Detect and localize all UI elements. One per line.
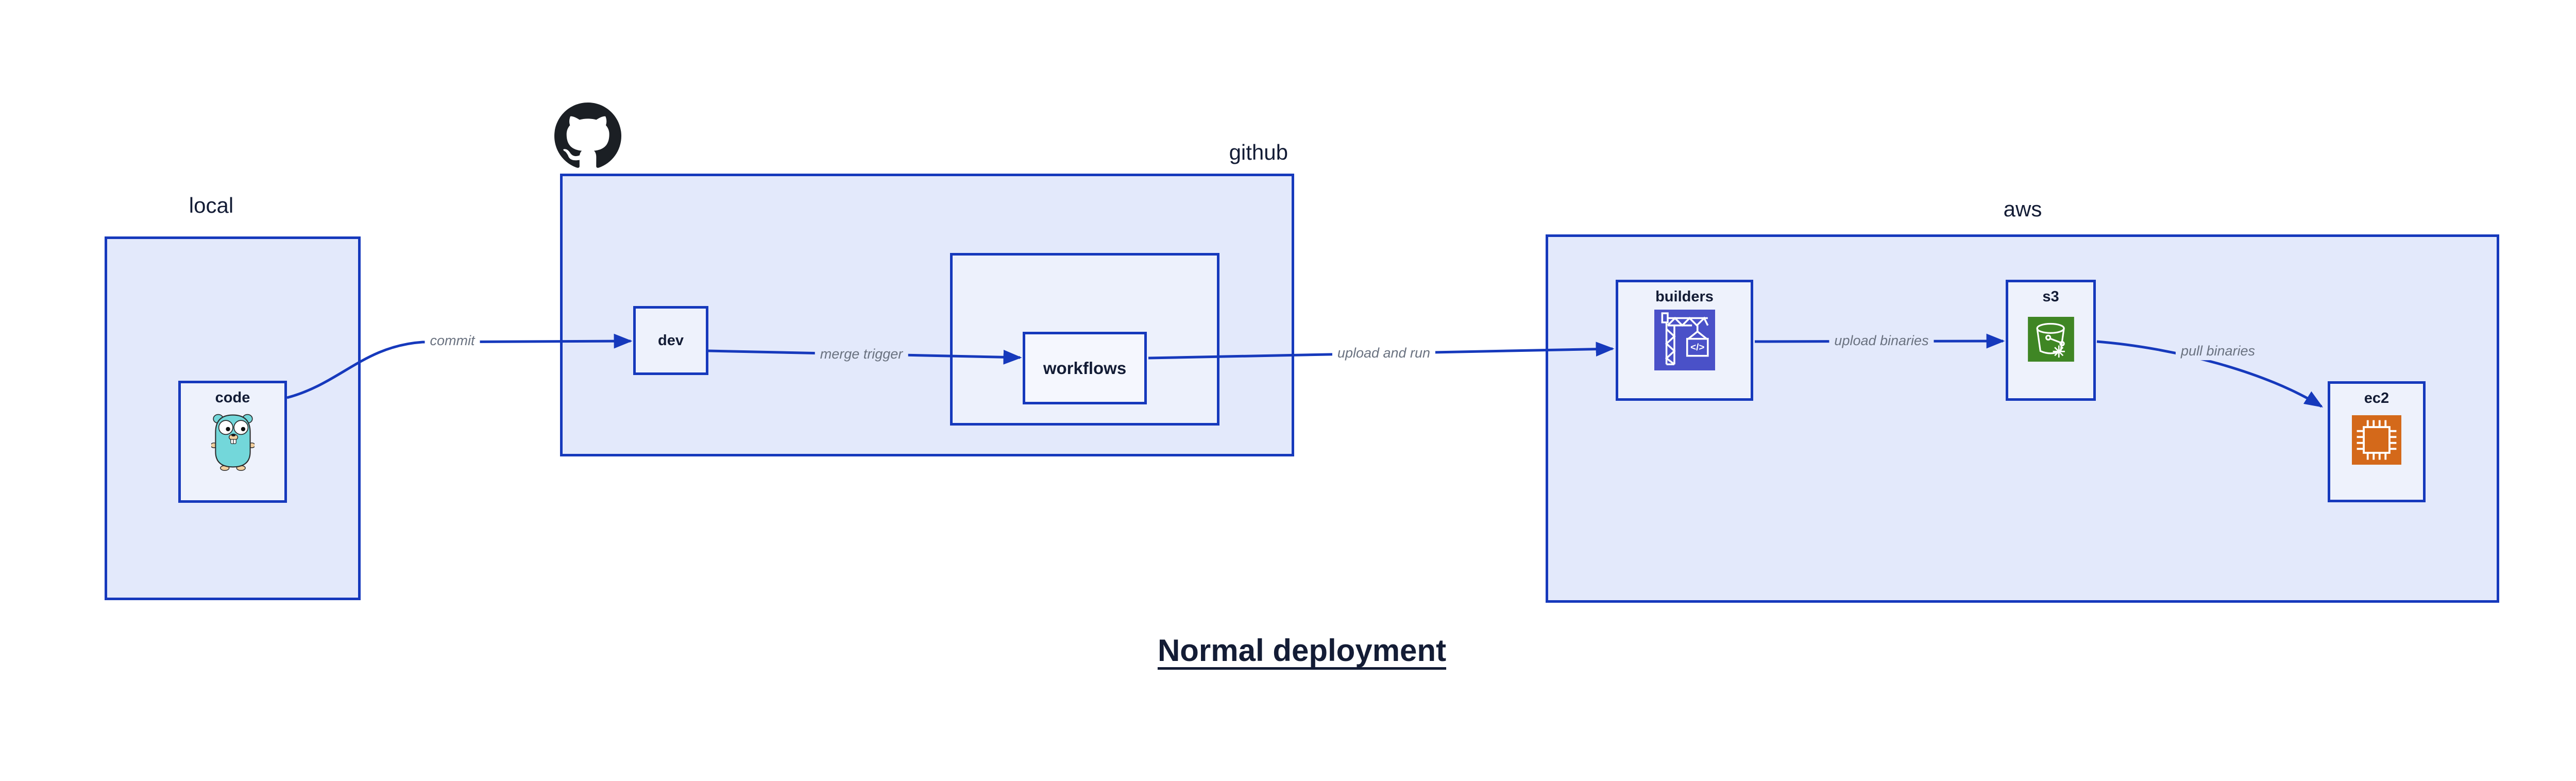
workflows-node-label: workflows bbox=[1043, 358, 1127, 378]
edge-label-pull-binaries: pull binaries bbox=[2175, 343, 2261, 360]
s3-node-label: s3 bbox=[2042, 288, 2059, 305]
github-octocat-icon bbox=[554, 103, 621, 169]
edge-label-upload-and-run: upload and run bbox=[1332, 345, 1436, 362]
dev-node-label: dev bbox=[658, 332, 684, 349]
codebuild-crane-icon: </> bbox=[1654, 310, 1715, 373]
s3-node: s3 bbox=[2006, 280, 2096, 401]
dev-node: dev bbox=[633, 306, 708, 375]
edge-label-merge-trigger: merge trigger bbox=[815, 346, 908, 363]
edge-label-upload-binaries: upload binaries bbox=[1829, 332, 1934, 350]
workflows-node: workflows bbox=[1023, 332, 1147, 404]
ec2-node-label: ec2 bbox=[2364, 390, 2389, 406]
local-section-label: local bbox=[189, 193, 234, 217]
edge-label-commit: commit bbox=[425, 332, 480, 350]
diagram-title: Normal deployment bbox=[1157, 633, 1447, 668]
code-node: code bbox=[178, 381, 287, 503]
builders-node: builders </> bbox=[1616, 280, 1753, 401]
code-node-label: code bbox=[215, 389, 250, 406]
aws-section-label: aws bbox=[2003, 197, 2042, 221]
svg-text:</>: </> bbox=[1690, 342, 1704, 352]
ec2-chip-icon bbox=[2352, 415, 2401, 467]
s3-bucket-icon bbox=[2027, 317, 2074, 364]
github-section-label: github bbox=[1229, 140, 1288, 164]
ec2-node: ec2 bbox=[2328, 381, 2426, 502]
go-gopher-icon bbox=[210, 410, 256, 475]
builders-node-label: builders bbox=[1655, 288, 1714, 305]
